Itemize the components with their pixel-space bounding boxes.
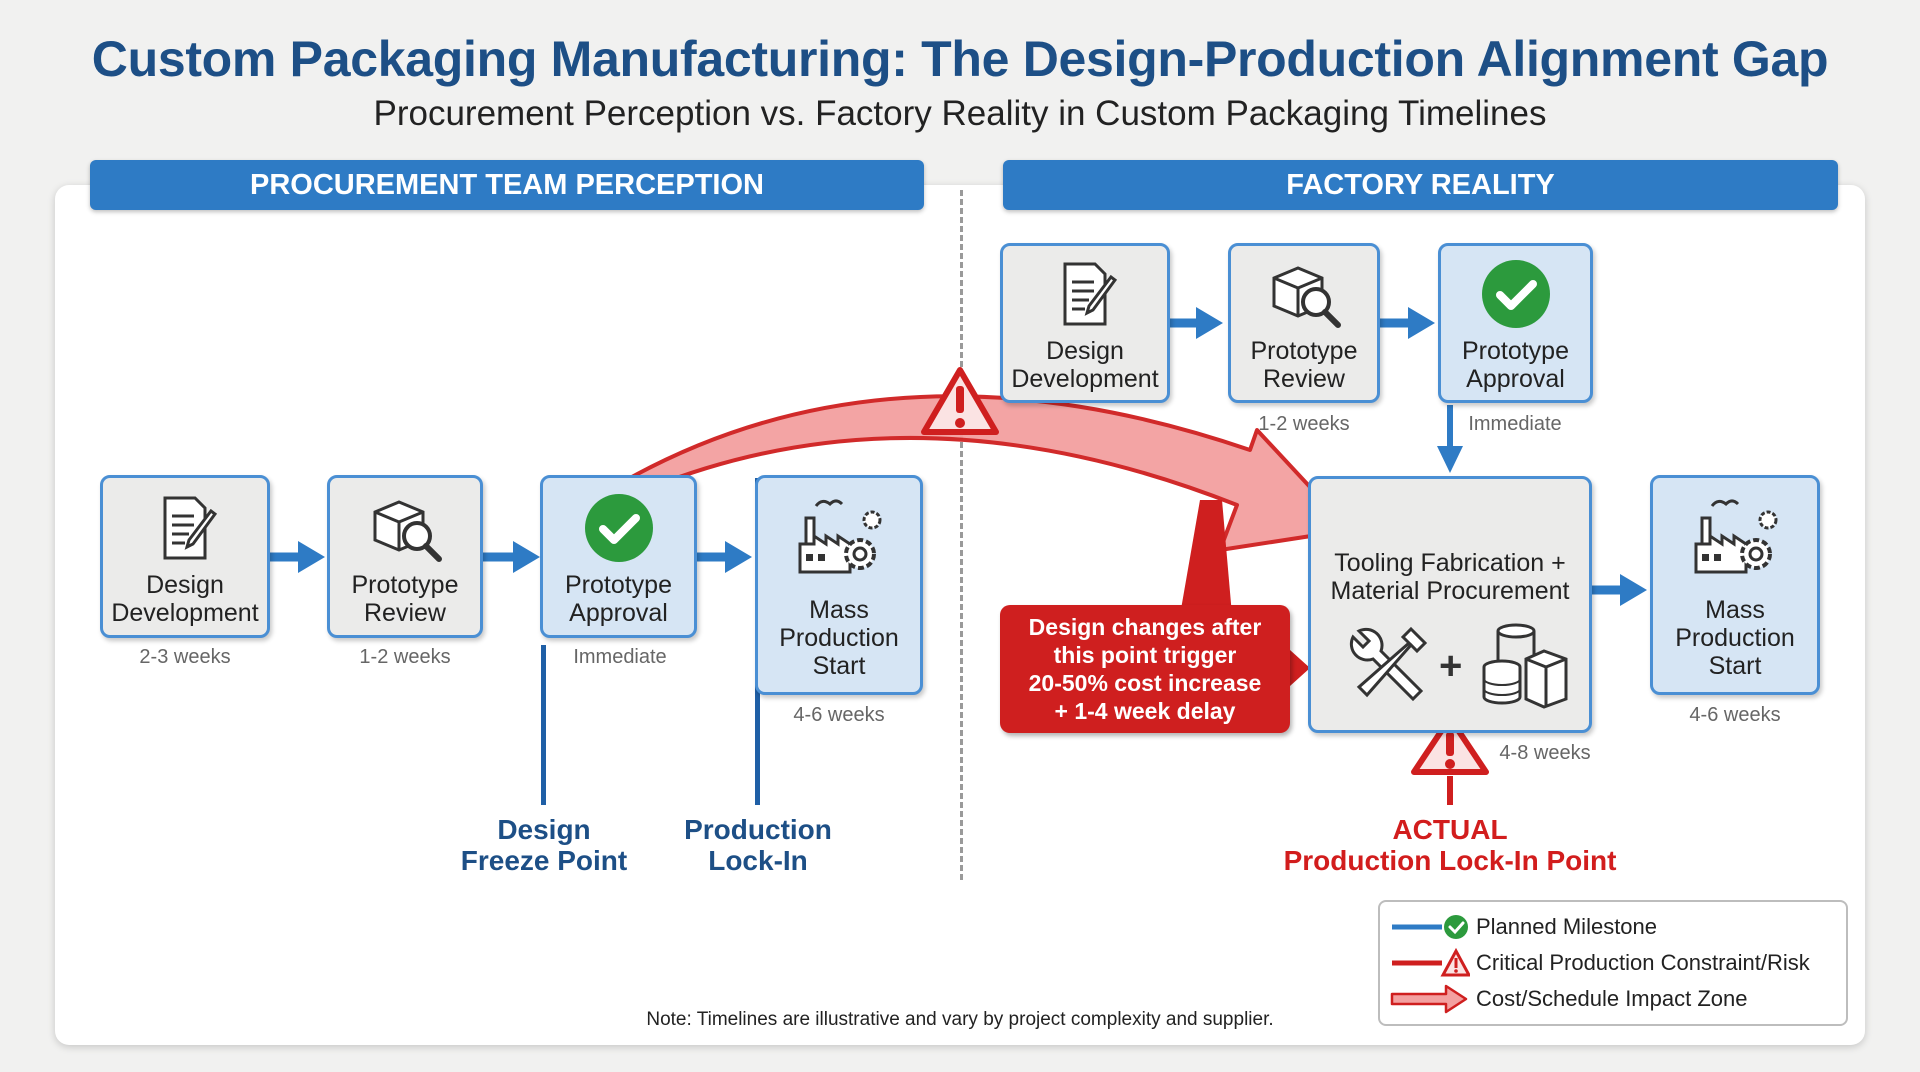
step-label-line3: Start [1708,652,1762,680]
actual-line1: ACTUAL [1392,814,1508,845]
milestone-line2: Freeze Point [460,845,628,876]
step-label-line2: Production [1675,624,1795,652]
perception-prototype-approval: Prototype Approval [540,475,697,638]
lockin-warning-icon [1411,715,1489,805]
document-pencil-icon [103,492,267,564]
callout-line3: 20-50% cost increase [1028,670,1262,696]
reality-prototype-review: Prototype Review [1228,243,1380,403]
step-label-line2: Review [364,599,446,627]
reality-header: FACTORY REALITY [1003,160,1838,210]
legend-label: Planned Milestone [1476,914,1658,939]
perception-mass-production: Mass Production Start [755,475,923,695]
step-label-line2: Development [111,599,259,627]
callout-line2: this point trigger [1053,642,1237,668]
milestone-line2: Lock-In [708,845,808,876]
flow-arrow-5 [1380,307,1435,339]
planned-milestone-icon [1392,915,1468,939]
plus-sign: + [1439,644,1463,688]
step-label-line2: Approval [569,599,668,627]
legend-label: Critical Production Constraint/Risk [1476,950,1810,975]
step-label-line1: Prototype [351,571,459,599]
flow-arrow-down [1437,405,1463,473]
check-circle-icon [543,492,694,564]
materials-icon [1476,619,1572,714]
production-lockin-milestone: Production Lock-In [638,814,878,876]
duration-label: 4-8 weeks [1499,742,1591,764]
page-subtitle: Procurement Perception vs. Factory Reali… [373,94,1547,133]
check-circle-icon [1441,258,1590,330]
step-label-line2: Production [779,624,899,652]
factory-gear-icon [1653,496,1817,576]
legend: Planned Milestone Critical Production Co… [1378,900,1848,1026]
footnote: Note: Timelines are illustrative and var… [646,1009,1274,1030]
milestone-line1: Production [684,814,832,845]
actual-line2: Production Lock-In Point [1283,845,1617,876]
page-title: Custom Packaging Manufacturing: The Desi… [91,31,1829,87]
step-label-line1: Tooling Fabrication + [1334,549,1566,577]
step-label-line1: Prototype [1461,337,1569,365]
duration-label: 1-2 weeks [1258,413,1350,435]
step-label-line1: Design [1046,337,1124,365]
step-label-line1: Design [146,571,224,599]
callout-line4: + 1-4 week delay [1054,698,1236,724]
cost-impact-callout: Design changes after this point trigger … [1000,605,1290,733]
step-label-line2: Development [1011,365,1159,393]
reality-design-development: Design Development [1000,243,1170,403]
impact-zone-icon [1390,984,1468,1014]
reality-prototype-approval: Prototype Approval [1438,243,1593,403]
design-freeze-line [541,645,546,805]
flow-arrow-1 [268,541,325,573]
duration-label: 4-6 weeks [1689,704,1781,726]
legend-critical: Critical Production Constraint/Risk [1390,948,1810,978]
milestone-line1: Design [497,814,591,845]
reality-mass-production: Mass Production Start [1650,475,1820,695]
duration-label: Immediate [1468,413,1562,435]
duration-label: 4-6 weeks [793,704,885,726]
step-label-line2: Material Procurement [1330,577,1570,605]
step-label-line3: Start [812,652,866,680]
duration-label: 2-3 weeks [139,646,231,668]
flow-arrow-4 [1170,307,1223,339]
flow-arrow-6 [1592,574,1647,606]
section-divider [960,190,963,880]
step-label-line1: Prototype [564,571,672,599]
callout-line1: Design changes after [1028,614,1262,640]
design-freeze-milestone: Design Freeze Point [424,814,664,876]
legend-impact: Cost/Schedule Impact Zone [1390,984,1747,1014]
callout-pointer [1180,500,1310,686]
duration-label: 1-2 weeks [359,646,451,668]
step-label-line1: Mass [1705,596,1765,624]
legend-label: Cost/Schedule Impact Zone [1476,986,1748,1011]
perception-design-development: Design Development [100,475,270,638]
step-label-line1: Prototype [1250,337,1358,365]
duration-label: Immediate [573,646,667,668]
step-label-line1: Mass [809,596,869,624]
step-label-line2: Approval [1466,365,1565,393]
step-label-line2: Review [1263,365,1345,393]
flow-arrow-2 [483,541,540,573]
perception-prototype-review: Prototype Review [327,475,483,638]
flow-arrow-3 [697,541,752,573]
tools-icon [1341,621,1431,716]
critical-risk-icon [1392,948,1470,977]
document-pencil-icon [1003,258,1167,330]
box-magnifier-icon [330,492,480,564]
legend-planned: Planned Milestone [1390,912,1657,942]
perception-header: PROCUREMENT TEAM PERCEPTION [90,160,924,210]
factory-gear-icon [758,496,920,576]
actual-lockin-label: ACTUAL Production Lock-In Point [1250,814,1650,876]
reality-tooling-fabrication: Tooling Fabrication + Material Procureme… [1308,476,1592,733]
box-magnifier-icon [1231,258,1377,330]
warning-icon [921,367,999,435]
